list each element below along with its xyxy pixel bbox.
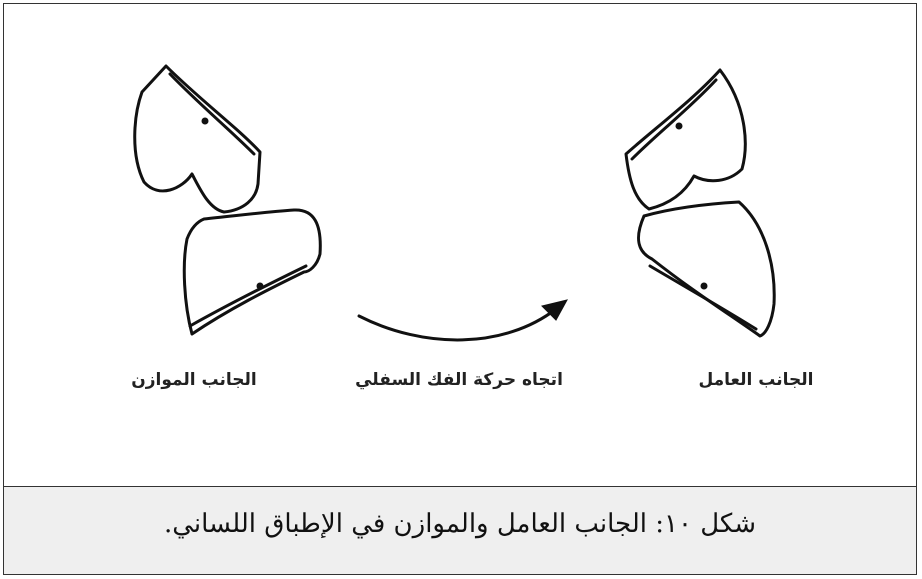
movement-arrow bbox=[359, 300, 567, 340]
diagram-svg: الجانب الموازن اتجاه حركة الفك السفلي ال… bbox=[4, 4, 916, 484]
arrow-label: اتجاه حركة الفك السفلي bbox=[355, 370, 563, 390]
figure-caption: شكل ١٠: الجانب العامل والموازن في الإطبا… bbox=[4, 509, 916, 539]
upper-tooth-right-dot bbox=[676, 123, 683, 130]
working-side-teeth bbox=[626, 70, 774, 336]
lower-tooth-left-dot bbox=[257, 283, 264, 290]
movement-arrow-curve bbox=[359, 309, 556, 340]
upper-tooth-left bbox=[135, 66, 260, 212]
upper-tooth-right bbox=[626, 70, 745, 209]
working-side-label: الجانب العامل bbox=[698, 370, 813, 390]
lower-tooth-left bbox=[184, 210, 320, 334]
lower-tooth-right bbox=[638, 202, 774, 336]
upper-tooth-left-dot bbox=[202, 118, 209, 125]
balancing-side-label: الجانب الموازن bbox=[131, 370, 257, 390]
diagram-area: الجانب الموازن اتجاه حركة الفك السفلي ال… bbox=[4, 4, 916, 484]
balancing-side-teeth bbox=[135, 66, 321, 334]
caption-box: شكل ١٠: الجانب العامل والموازن في الإطبا… bbox=[4, 486, 916, 574]
lower-tooth-right-dot bbox=[701, 283, 708, 290]
figure-frame: الجانب الموازن اتجاه حركة الفك السفلي ال… bbox=[3, 3, 917, 575]
